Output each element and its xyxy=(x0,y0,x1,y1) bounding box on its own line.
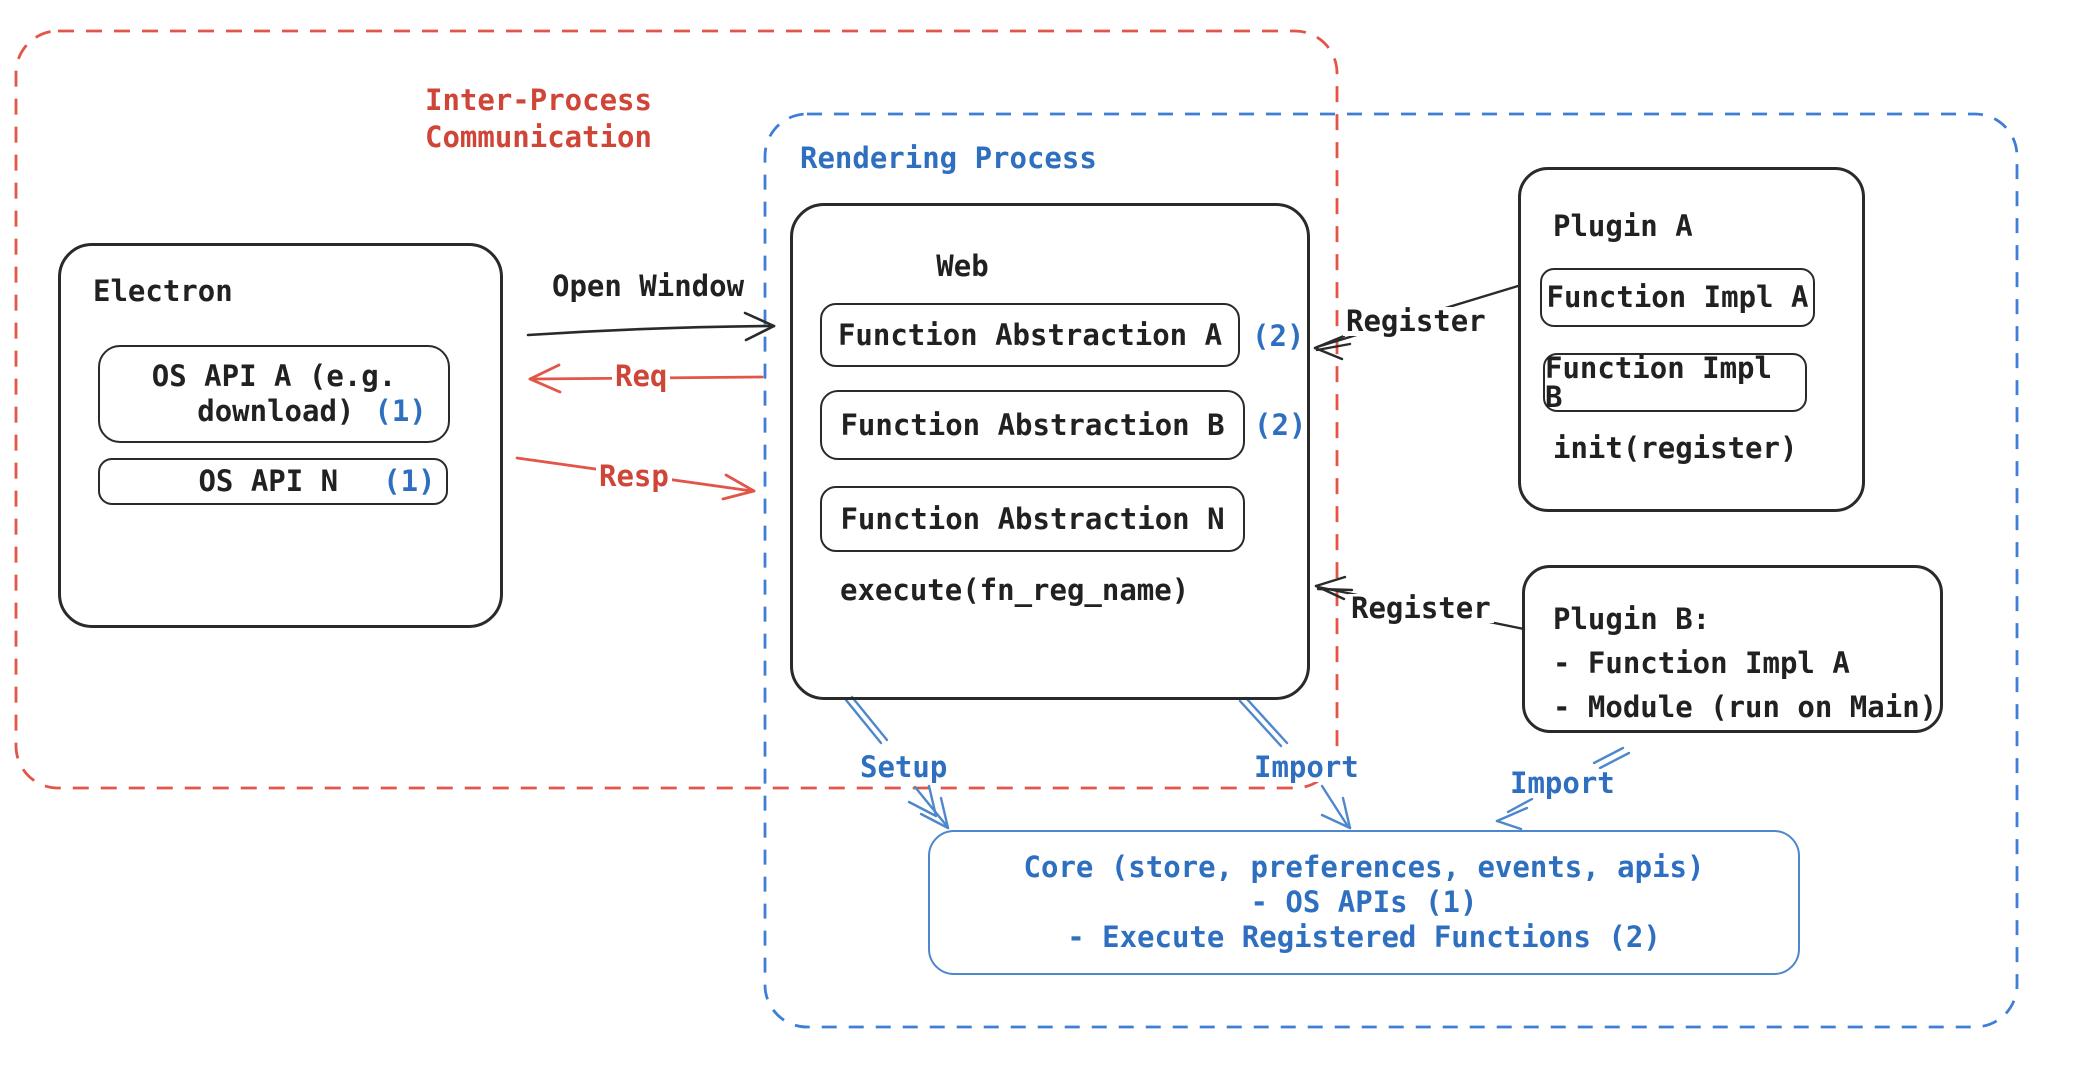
ipc-region-title: Inter-Process Communication xyxy=(425,83,652,154)
setup-label: Setup xyxy=(857,753,951,782)
open-window-arrow xyxy=(526,311,776,342)
plugin-b-line-1: - Function Impl A xyxy=(1553,646,1850,680)
os-api-n-badge: (1) xyxy=(383,464,436,498)
os-api-n-pill: OS API N (1) xyxy=(98,458,448,505)
import-web-label: Import xyxy=(1251,753,1362,782)
import-plugin-label: Import xyxy=(1507,769,1618,798)
web-box xyxy=(790,203,1310,700)
import-plugin-arrow xyxy=(1495,746,1631,831)
register-b-label: Register xyxy=(1348,594,1494,623)
function-abstraction-a-badge: (2) xyxy=(1252,319,1305,353)
register-a-label: Register xyxy=(1343,307,1489,336)
setup-arrow xyxy=(844,695,950,830)
rendering-region-outline xyxy=(763,112,2019,1029)
plugin-a-title: Plugin A xyxy=(1553,209,1693,243)
function-abstraction-n-pill: Function Abstraction N xyxy=(820,486,1245,552)
function-impl-b-pill: Function Impl B xyxy=(1543,353,1807,412)
core-line-1: Core (store, preferences, events, apis) xyxy=(1023,850,1705,884)
function-abstraction-a-pill: Function Abstraction A xyxy=(820,303,1240,367)
plugin-b-title: Plugin B: xyxy=(1553,602,1711,636)
import-web-arrow xyxy=(1238,696,1352,830)
core-line-2: - OS APIs (1) xyxy=(1250,885,1478,919)
core-box: Core (store, preferences, events, apis) … xyxy=(928,830,1800,975)
plugin-a-init-label: init(register) xyxy=(1553,431,1798,465)
electron-title: Electron xyxy=(93,274,233,308)
os-api-a-badge: (1) xyxy=(374,394,427,428)
web-execute-label: execute(fn_reg_name) xyxy=(840,573,1190,607)
req-label: Req xyxy=(612,362,671,391)
plugin-b-content: Plugin B: - Function Impl A - Module (ru… xyxy=(1553,597,1937,729)
rendering-region-title: Rendering Process xyxy=(800,141,1097,175)
web-title: Web xyxy=(936,249,989,283)
os-api-a-pill: OS API A (e.g. download) (1) xyxy=(98,345,450,443)
os-api-a-line1: OS API A (e.g. xyxy=(151,359,397,393)
plugin-b-line-2: - Module (run on Main) xyxy=(1553,690,1938,724)
os-api-n-label: OS API N xyxy=(198,464,339,498)
function-impl-a-pill: Function Impl A xyxy=(1540,268,1815,327)
resp-label: Resp xyxy=(596,462,672,491)
open-window-label: Open Window xyxy=(552,269,745,303)
function-abstraction-b-pill: Function Abstraction B xyxy=(820,390,1245,460)
core-line-3: - Execute Registered Functions (2) xyxy=(1067,920,1661,954)
plugin-b-box xyxy=(1522,565,1943,733)
electron-box xyxy=(58,243,503,628)
plugin-a-box xyxy=(1518,167,1865,512)
os-api-a-line2: download) (1) xyxy=(197,394,427,428)
ipc-region-outline xyxy=(14,29,1339,790)
function-abstraction-b-badge: (2) xyxy=(1254,408,1307,442)
